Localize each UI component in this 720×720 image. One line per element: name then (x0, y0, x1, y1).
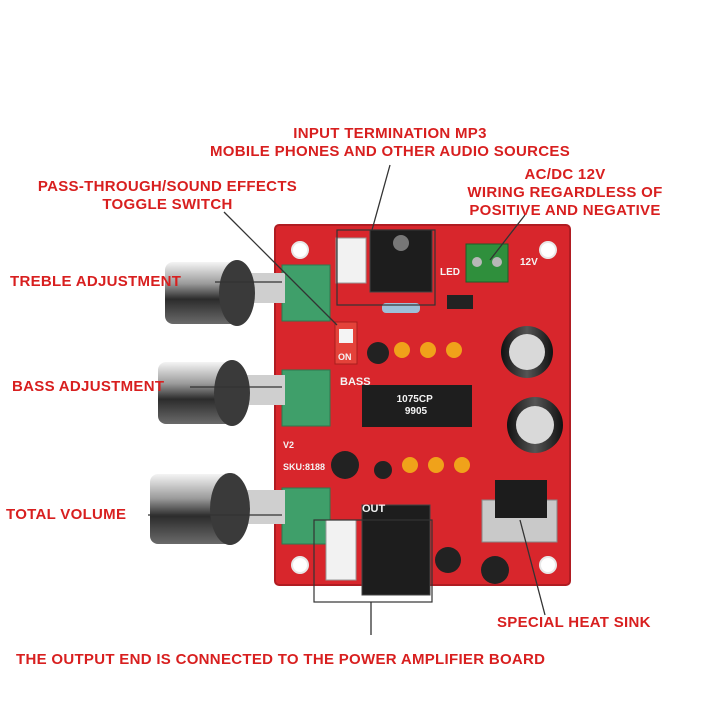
audio-chip (362, 385, 472, 427)
power-label-line2: WIRING REGARDLESS OF (467, 184, 663, 201)
input-label-line1: INPUT TERMINATION MP3 (293, 125, 487, 142)
diode (447, 295, 473, 309)
heat-sink (481, 480, 558, 543)
chip-label-2: 9905 (405, 406, 428, 417)
svg-text:1075CP 9905: 1075CP 9905 (397, 394, 436, 417)
pass-through-label-line1: PASS-THROUGH/SOUND EFFECTS (37, 178, 298, 195)
power-label-line3: POSITIVE AND NEGATIVE (469, 202, 661, 219)
power-label: AC/DC 12V WIRING REGARDLESS OF POSITIVE … (445, 166, 685, 220)
pcb-label-v2: V2 (283, 440, 294, 450)
leader-lines (148, 164, 546, 635)
ceramic-capacitors (394, 342, 470, 473)
electrolytic-capacitors (331, 326, 563, 584)
treble-knob[interactable] (165, 260, 285, 326)
input-header (335, 237, 367, 284)
pcb-label-on: ON (338, 352, 352, 362)
bass-label: BASS ADJUSTMENT (12, 378, 165, 395)
volume-pot-body (281, 487, 331, 545)
pass-through-label-line2: TOGGLE SWITCH (102, 196, 233, 213)
power-label-line1: AC/DC 12V (524, 166, 606, 183)
pass-through-label: PASS-THROUGH/SOUND EFFECTS TOGGLE SWITCH (10, 178, 325, 214)
bass-knob[interactable] (158, 360, 285, 426)
bass-pot-body (281, 369, 331, 427)
input-label-line2: MOBILE PHONES AND OTHER AUDIO SOURCES (209, 143, 570, 160)
treble-label: TREBLE ADJUSTMENT (10, 273, 182, 290)
output-jack[interactable] (361, 504, 431, 596)
pcb-label-sku: SKU:8188 (283, 462, 325, 472)
pcb-label-led: LED (440, 267, 460, 278)
pcb-label-out: OUT (362, 503, 386, 515)
mounting-holes (291, 241, 557, 574)
output-label: THE OUTPUT END IS CONNECTED TO THE POWER… (16, 651, 546, 668)
output-header (325, 519, 357, 581)
volume-label: TOTAL VOLUME (6, 506, 127, 523)
treble-pot-body (281, 264, 331, 322)
pcb-label-12v: 12V (520, 257, 538, 268)
heatsink-label: SPECIAL HEAT SINK (497, 614, 651, 631)
volume-knob[interactable] (150, 473, 285, 545)
input-callout-box (336, 229, 436, 306)
output-callout-box (313, 519, 433, 603)
chip-label-1: 1075CP (397, 394, 433, 405)
input-label: INPUT TERMINATION MP3 MOBILE PHONES AND … (180, 125, 600, 161)
pcb-label-bass: BASS (340, 376, 371, 388)
